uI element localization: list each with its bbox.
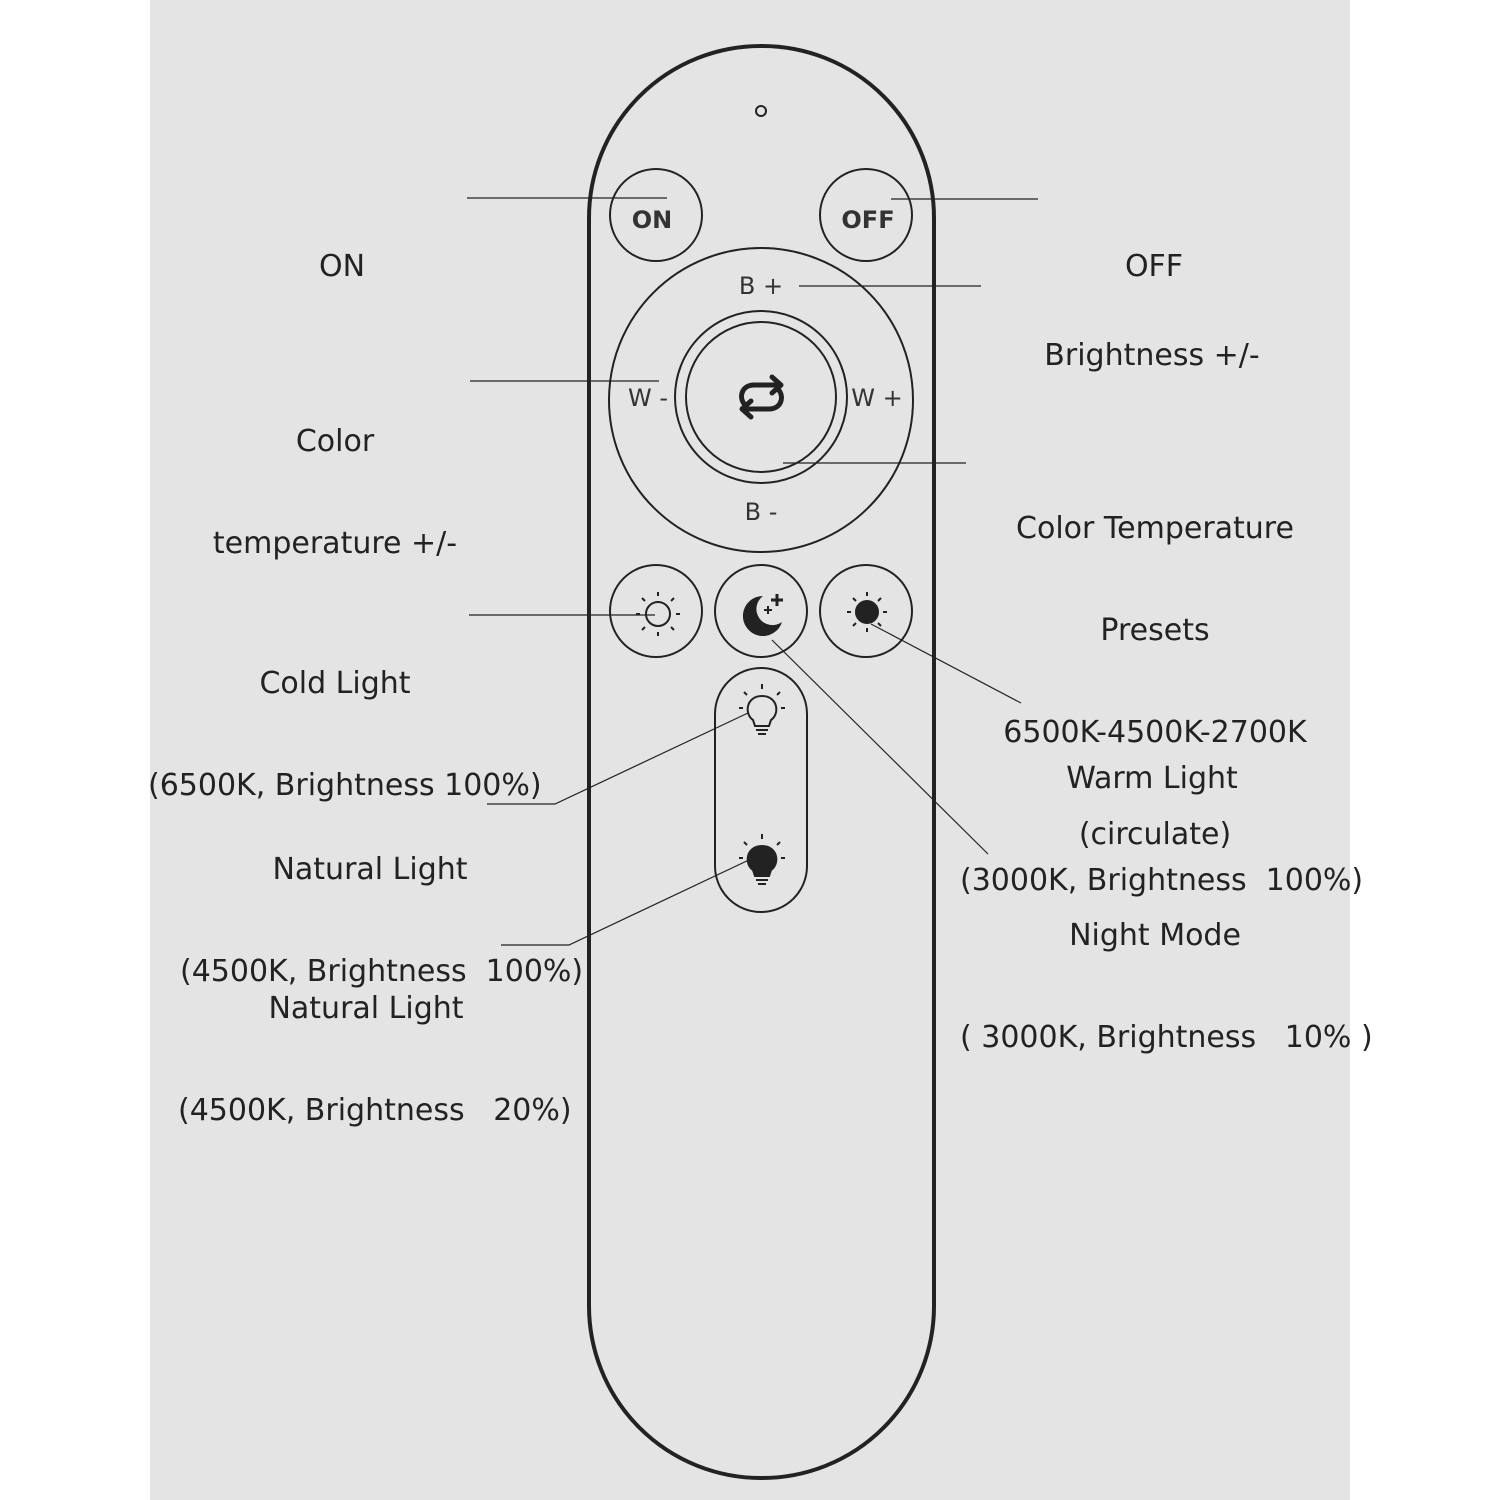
leader-lines [467, 197, 1038, 946]
leader-natural-20 [501, 858, 752, 946]
on-button[interactable]: ON [609, 168, 703, 262]
callout-off: OFF [1104, 182, 1204, 318]
warm-light-button[interactable] [819, 564, 913, 658]
callout-presets-line-1: Color Temperature [1016, 511, 1294, 546]
callout-off-line: OFF [1124, 249, 1184, 284]
natural-light-slider[interactable] [714, 667, 808, 913]
callout-brightness-line: Brightness +/- [1044, 338, 1260, 373]
callout-natural-light-100-line-2: (4500K, Brightness 100%) [180, 954, 584, 989]
callout-cold-light-line-2: (6500K, Brightness 100%) [148, 768, 542, 803]
callout-presets-line-2: Presets [1100, 613, 1210, 648]
callout-presets: Color Temperature Presets 6500K-4500K-27… [990, 444, 1320, 886]
cycle-arrows-icon [739, 374, 784, 420]
callout-natural-light-20: Natural Light (4500K, Brightness 20%) [178, 924, 572, 1162]
off-button[interactable]: OFF [819, 168, 913, 262]
callout-color-temperature: Color temperature +/- [200, 357, 470, 595]
control-ring[interactable] [608, 247, 914, 553]
moon-stars-icon [742, 594, 783, 636]
callout-color-temperature-line-2: temperature +/- [212, 526, 458, 561]
sun-filled-icon [847, 592, 887, 632]
callout-presets-line-4: (circulate) [1078, 817, 1232, 852]
callout-night-mode: Night Mode ( 3000K, Brightness 10% ) [960, 851, 1373, 1089]
cold-light-button[interactable] [609, 564, 703, 658]
callout-on-line: ON [318, 249, 366, 284]
callout-presets-line-3: 6500K-4500K-2700K [1003, 715, 1307, 750]
remote-body [587, 44, 936, 1480]
bulb-filled-icon[interactable] [739, 834, 785, 885]
warmth-up-button[interactable]: W + [851, 384, 902, 412]
brightness-down-button[interactable]: B - [745, 498, 778, 526]
indicator-led [755, 105, 767, 117]
bulb-outline-icon[interactable] [739, 684, 785, 735]
callout-on: ON [302, 182, 382, 318]
leader-night-mode [771, 639, 989, 855]
callout-natural-light-100-line-1: Natural Light [272, 852, 468, 887]
callout-natural-light-20-line-1: Natural Light [268, 991, 464, 1026]
leader-warm-light [870, 623, 1022, 704]
callout-cold-light-line-1: Cold Light [259, 666, 411, 701]
brightness-up-button[interactable]: B + [739, 272, 783, 300]
callout-cold-light: Cold Light (6500K, Brightness 100%) [148, 599, 542, 837]
presets-cycle-button[interactable] [674, 310, 848, 484]
leader-natural-100 [487, 712, 749, 805]
off-button-label: OFF [841, 206, 894, 234]
callout-color-temperature-line-1: Color [295, 424, 375, 459]
callout-night-mode-line-1: Night Mode [1069, 918, 1241, 953]
sun-outline-icon [636, 592, 680, 636]
background-panel [150, 0, 1350, 1500]
callout-natural-light-100: Natural Light (4500K, Brightness 100%) [180, 785, 584, 1023]
callout-warm-light-line-1: Warm Light [1066, 761, 1238, 796]
callout-natural-light-20-line-2: (4500K, Brightness 20%) [178, 1093, 572, 1128]
callout-night-mode-line-2: ( 3000K, Brightness 10% ) [960, 1020, 1373, 1055]
night-mode-button[interactable] [714, 564, 808, 658]
on-button-label: ON [632, 206, 673, 234]
callout-brightness: Brightness +/- [1030, 271, 1274, 407]
warmth-down-button[interactable]: W - [628, 384, 668, 412]
